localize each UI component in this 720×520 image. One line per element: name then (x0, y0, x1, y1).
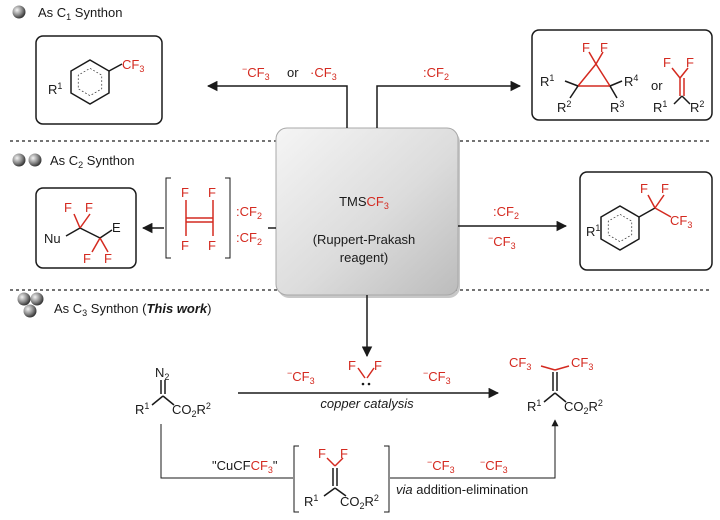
sphere-icon (12, 153, 26, 167)
svg-text:F: F (348, 358, 356, 373)
svg-text:−CF3: −CF3 (242, 64, 270, 82)
svg-text:R1: R1 (653, 99, 667, 115)
difluoro-product-box: F F R1 R2 R4 R3 or F F R1 R2 (531, 29, 713, 121)
svg-text:F: F (374, 358, 382, 373)
svg-text:R3: R3 (610, 99, 624, 115)
c1-sub: 1 (66, 12, 71, 22)
reagent-line2: (Ruppert-Prakash (313, 232, 416, 247)
svg-text:R2: R2 (690, 99, 704, 115)
svg-text:N2: N2 (155, 365, 169, 382)
svg-text:F: F (686, 55, 694, 70)
cf3-species-label: −CF3 or ·CF3 (242, 64, 337, 82)
sphere-icon (30, 292, 44, 306)
tetrafluoroethyl-product-box: F F F F Nu E (35, 187, 137, 269)
cf2-label: :CF2 (236, 204, 262, 221)
svg-text:F: F (64, 200, 72, 215)
cf3-anion-label: −CF3 (488, 233, 516, 251)
svg-text:CF3: CF3 (571, 355, 593, 372)
lower-path-left (160, 424, 293, 479)
difluoroalkene-intermediate: F F R1 CO2R2 (293, 445, 390, 513)
svg-text:CO2R2: CO2R2 (340, 493, 379, 511)
cf2-label-top: :CF2 (423, 65, 449, 82)
svg-text:R1: R1 (304, 493, 318, 509)
svg-text:E: E (112, 220, 121, 235)
bis-cf3-alkene-product: CF3 CF3 R1 CO2R2 (509, 355, 603, 416)
svg-text:As C2 Synthon: As C2 Synthon (50, 153, 135, 170)
section-c1-header: As C1 Synthon (12, 5, 123, 22)
aryl-cf3-product-box: CF3 R1 (35, 35, 163, 125)
reagent-box: TMSCF3 (Ruppert-Prakash reagent) (275, 127, 460, 298)
sphere-icon (28, 153, 42, 167)
reagent-name: TMSCF3 (339, 194, 389, 211)
arrow-to-difluoro (376, 80, 522, 128)
svg-text:R1: R1 (135, 401, 149, 417)
svg-text:F: F (83, 251, 91, 266)
svg-text:R1: R1 (540, 73, 554, 89)
svg-text:or: or (651, 78, 663, 93)
svg-text:F: F (340, 446, 348, 461)
svg-text:F: F (181, 185, 189, 200)
c2-sub: 2 (78, 160, 83, 170)
cf3-anion-label: −CF3 (480, 457, 508, 475)
arrow-to-aryl-cf3 (206, 80, 348, 128)
sphere-icon (12, 5, 26, 19)
tetrafluoroethylene-intermediate: F F F F (165, 177, 231, 259)
sphere-icon (23, 304, 37, 318)
cf3-anion-label: −CF3 (287, 368, 315, 386)
cf3-anion-label: −CF3 (423, 368, 451, 386)
cf2-label: :CF2 (236, 230, 262, 247)
copper-catalysis-label: copper catalysis (320, 396, 414, 411)
svg-text:R4: R4 (624, 73, 638, 89)
svg-text:CF3: CF3 (122, 57, 144, 74)
svg-text:R1: R1 (586, 223, 600, 239)
section-c2-header: As C2 Synthon (12, 153, 135, 170)
c3-suffix: Synthon ( (87, 301, 147, 316)
lower-path-right (390, 419, 559, 479)
svg-text:CF3: CF3 (670, 213, 692, 230)
svg-text:CO2R2: CO2R2 (564, 398, 603, 416)
svg-text:F: F (181, 238, 189, 253)
svg-text:F: F (85, 200, 93, 215)
sphere-icon (17, 292, 31, 306)
svg-text:F: F (318, 446, 326, 461)
svg-text:F: F (208, 185, 216, 200)
c3-close: ) (207, 301, 211, 316)
svg-text:F: F (640, 181, 648, 196)
cf3-anion-label: −CF3 (427, 457, 455, 475)
svg-text:Nu: Nu (44, 231, 61, 246)
svg-text:CO2R2: CO2R2 (172, 401, 211, 419)
c1-suffix: Synthon (71, 5, 122, 20)
c1-prefix: As C (38, 5, 66, 20)
c2-suffix: Synthon (83, 153, 134, 168)
section-c3-header: As C3 Synthon (This work) (17, 292, 211, 318)
c2-prefix: As C (50, 153, 78, 168)
svg-text:R1: R1 (527, 398, 541, 414)
c3-emph: This work (146, 301, 207, 316)
svg-text:·CF3: ·CF3 (310, 65, 337, 82)
addition-elimination-label: via addition-elimination (396, 482, 528, 497)
diazo-starting-material: N2 R1 CO2R2 (135, 365, 211, 419)
svg-text:or: or (287, 65, 299, 80)
svg-text:R1: R1 (48, 81, 62, 97)
svg-text:F: F (104, 251, 112, 266)
svg-text:F: F (663, 55, 671, 70)
cf2-label: :CF2 (493, 204, 519, 221)
svg-text:F: F (661, 181, 669, 196)
svg-text:As C3 Synthon (This work): As C3 Synthon (This work) (54, 301, 211, 318)
svg-text:F: F (582, 40, 590, 55)
svg-text:R2: R2 (557, 99, 571, 115)
c3-sub: 3 (82, 308, 87, 318)
svg-text:As C1 Synthon: As C1 Synthon (38, 5, 123, 22)
reagent-line3: reagent) (340, 250, 388, 265)
svg-text:F: F (208, 238, 216, 253)
svg-text:F: F (600, 40, 608, 55)
pentafluoroethyl-arene-box: F F CF3 R1 (579, 171, 713, 271)
c3-prefix: As C (54, 301, 82, 316)
cucf3-label: "CuCFCF3" (212, 458, 278, 475)
difluorocarbene: F F (348, 358, 382, 386)
svg-text:CF3: CF3 (509, 355, 531, 372)
